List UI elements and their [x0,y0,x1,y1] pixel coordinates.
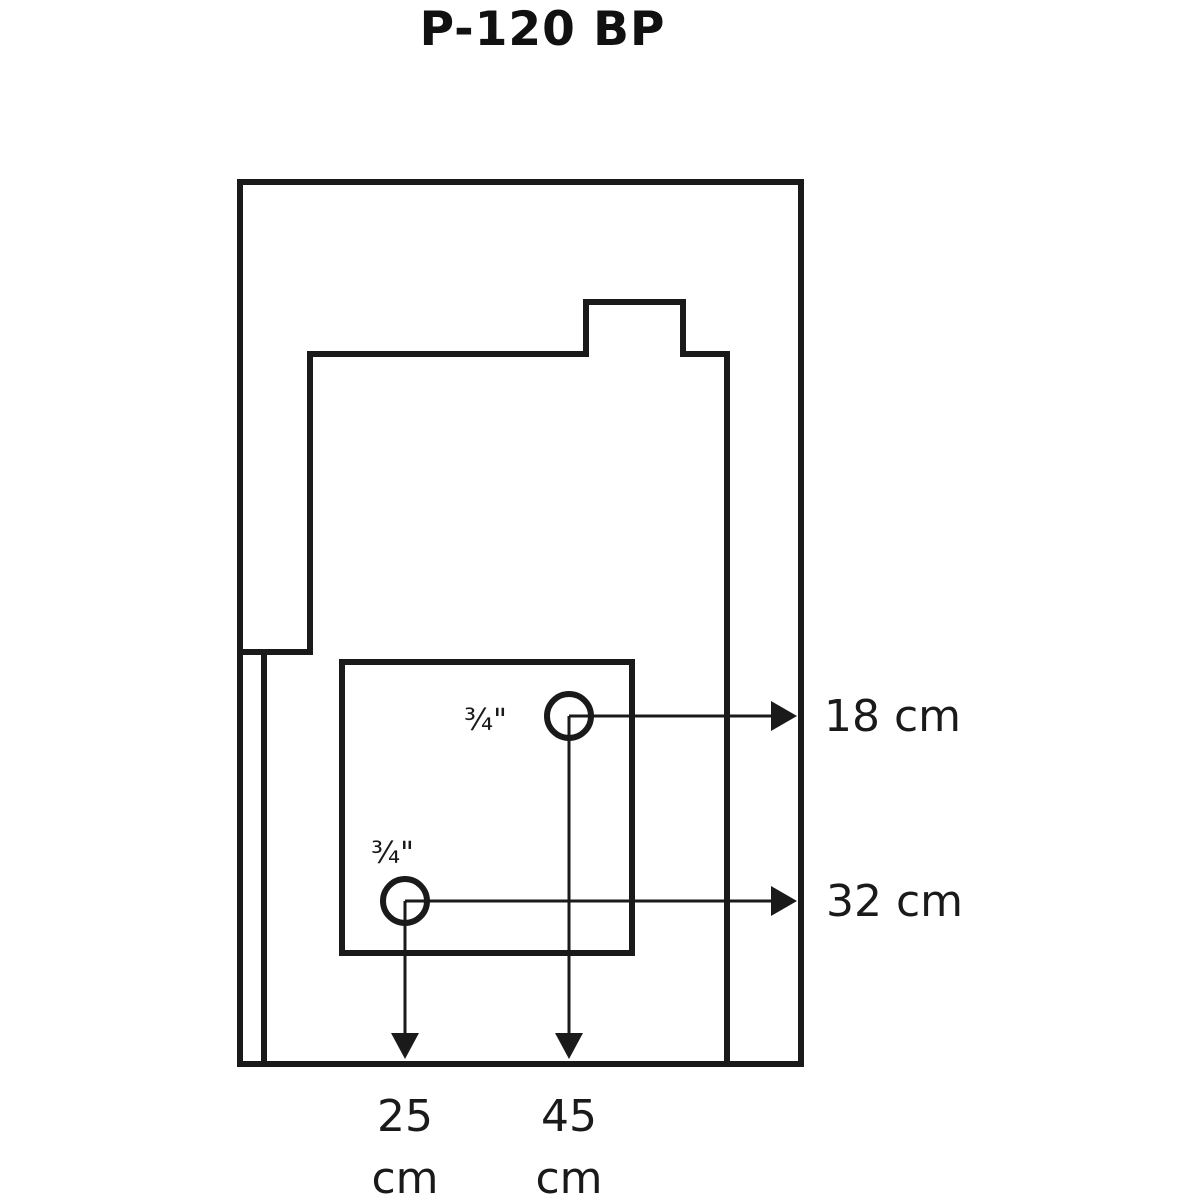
upper-connection-size-label: ¾" [464,703,507,738]
lower-offset-unit: cm [371,1153,438,1200]
lower-connection-size-label: ¾" [371,836,414,871]
upper-height-label: 18 cm [824,691,961,742]
arrow-right-icon [771,886,797,916]
outer-casing [237,179,804,1067]
upper-offset-value: 45 [541,1091,597,1142]
arrow-right-icon [771,701,797,731]
lower-offset-value: 25 [377,1091,433,1142]
lower-height-label: 32 cm [826,876,963,927]
stove-body-outline [243,299,730,1062]
upper-offset-unit: cm [535,1153,602,1200]
diagram-title: P-120 BP [419,2,666,57]
heat-exchanger-plate [339,659,635,956]
arrow-down-icon [555,1033,583,1059]
arrow-down-icon [391,1033,419,1059]
